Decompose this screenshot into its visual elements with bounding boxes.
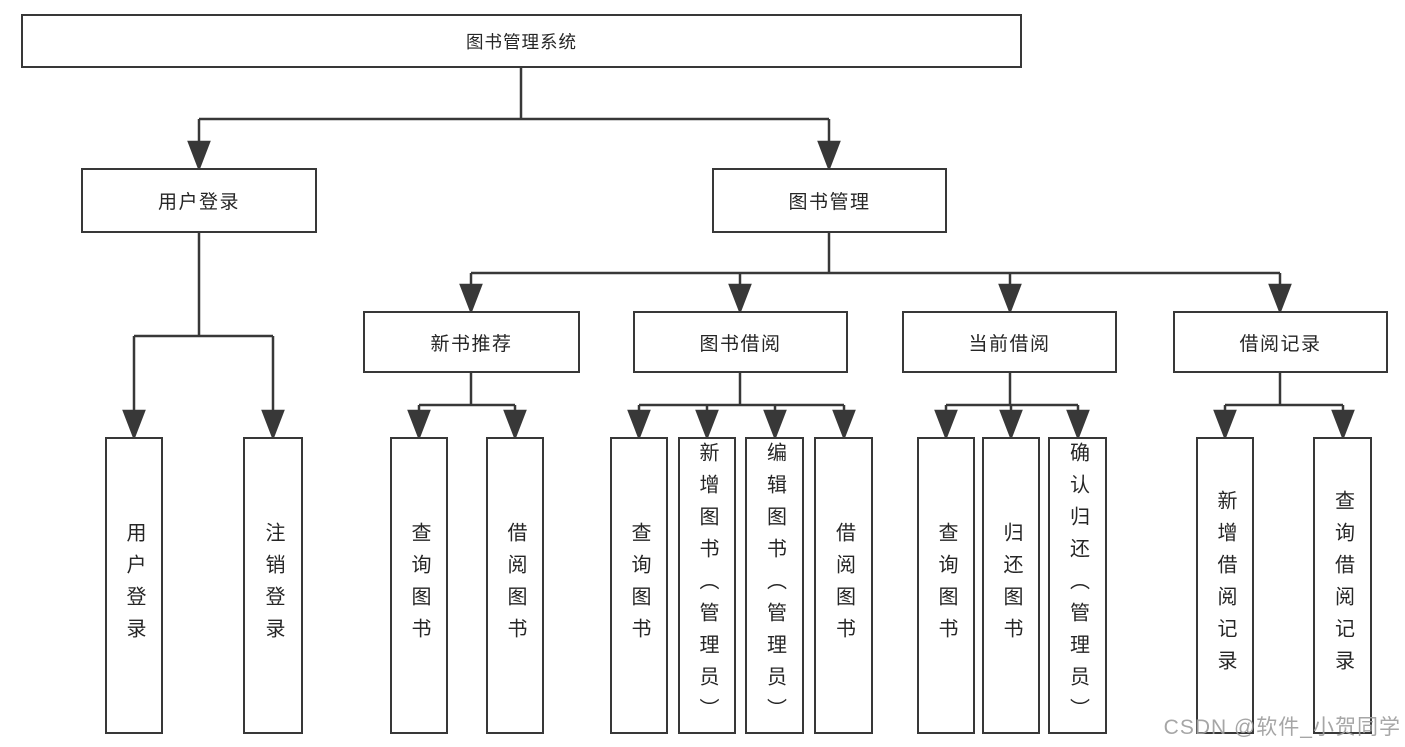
arrowhead	[1213, 409, 1237, 441]
node-label: 查询图书	[935, 521, 957, 650]
node-book-management: 图书管理	[712, 168, 947, 233]
leaf-query-books-1: 查询图书	[390, 437, 448, 734]
leaf-edit-book-admin: 编辑图书（管理员）	[745, 437, 804, 734]
arrowhead	[695, 409, 719, 441]
leaf-borrow-books-1: 借阅图书	[486, 437, 544, 734]
arrowhead	[122, 409, 146, 441]
leaf-confirm-return-admin: 确认归还（管理员）	[1048, 437, 1107, 734]
leaf-query-books-3: 查询图书	[917, 437, 975, 734]
watermark: CSDN @软件_小贺同学	[1163, 716, 1401, 739]
node-label: 确认归还（管理员）	[1066, 441, 1089, 730]
node-label: 查询图书	[408, 521, 430, 650]
leaf-return-books: 归还图书	[982, 437, 1040, 734]
node-label: 注销登录	[262, 521, 284, 650]
node-label: 图书管理	[788, 192, 871, 213]
node-user-login: 用户登录	[81, 168, 317, 233]
leaf-borrow-books-2: 借阅图书	[814, 437, 873, 734]
node-label: 查询图书	[628, 521, 650, 650]
leaf-add-borrow-record: 新增借阅记录	[1196, 437, 1254, 734]
arrowhead	[407, 409, 431, 441]
arrowhead	[1066, 409, 1090, 441]
arrowhead	[459, 283, 483, 315]
arrowhead	[832, 409, 856, 441]
node-label: 新书推荐	[430, 333, 513, 355]
arrowhead	[728, 283, 752, 315]
arrowhead	[1268, 283, 1292, 315]
node-label: 图书借阅	[699, 333, 782, 355]
arrowhead	[1331, 409, 1355, 441]
arrowhead	[503, 409, 527, 441]
node-label: 当前借阅	[968, 333, 1051, 355]
leaf-logout: 注销登录	[243, 437, 303, 734]
leaf-query-borrow-record: 查询借阅记录	[1313, 437, 1372, 734]
arrowhead	[817, 140, 841, 172]
arrowhead	[627, 409, 651, 441]
node-root: 图书管理系统	[21, 14, 1022, 68]
arrowhead	[261, 409, 285, 441]
node-current-borrow: 当前借阅	[902, 311, 1117, 373]
node-borrow-records: 借阅记录	[1173, 311, 1388, 373]
node-label: 借阅记录	[1239, 333, 1322, 355]
arrowhead	[763, 409, 787, 441]
node-new-book-recommend: 新书推荐	[363, 311, 580, 373]
leaf-add-book-admin: 新增图书（管理员）	[678, 437, 736, 734]
leaf-user-login: 用户登录	[105, 437, 163, 734]
node-book-borrow: 图书借阅	[633, 311, 848, 373]
node-label: 新增借阅记录	[1214, 489, 1236, 682]
node-label: 用户登录	[157, 192, 240, 213]
node-label: 新增图书（管理员）	[696, 441, 718, 730]
node-label: 用户登录	[123, 521, 145, 650]
arrowhead	[999, 409, 1023, 441]
node-label: 查询借阅记录	[1331, 489, 1354, 682]
node-label: 借阅图书	[504, 521, 526, 650]
node-label: 编辑图书（管理员）	[763, 441, 786, 730]
arrowhead	[934, 409, 958, 441]
arrowhead	[187, 140, 211, 172]
node-label: 归还图书	[1000, 521, 1022, 650]
node-label: 借阅图书	[832, 521, 855, 650]
node-label: 图书管理系统	[466, 31, 577, 52]
leaf-query-books-2: 查询图书	[610, 437, 668, 734]
arrowhead	[998, 283, 1022, 315]
